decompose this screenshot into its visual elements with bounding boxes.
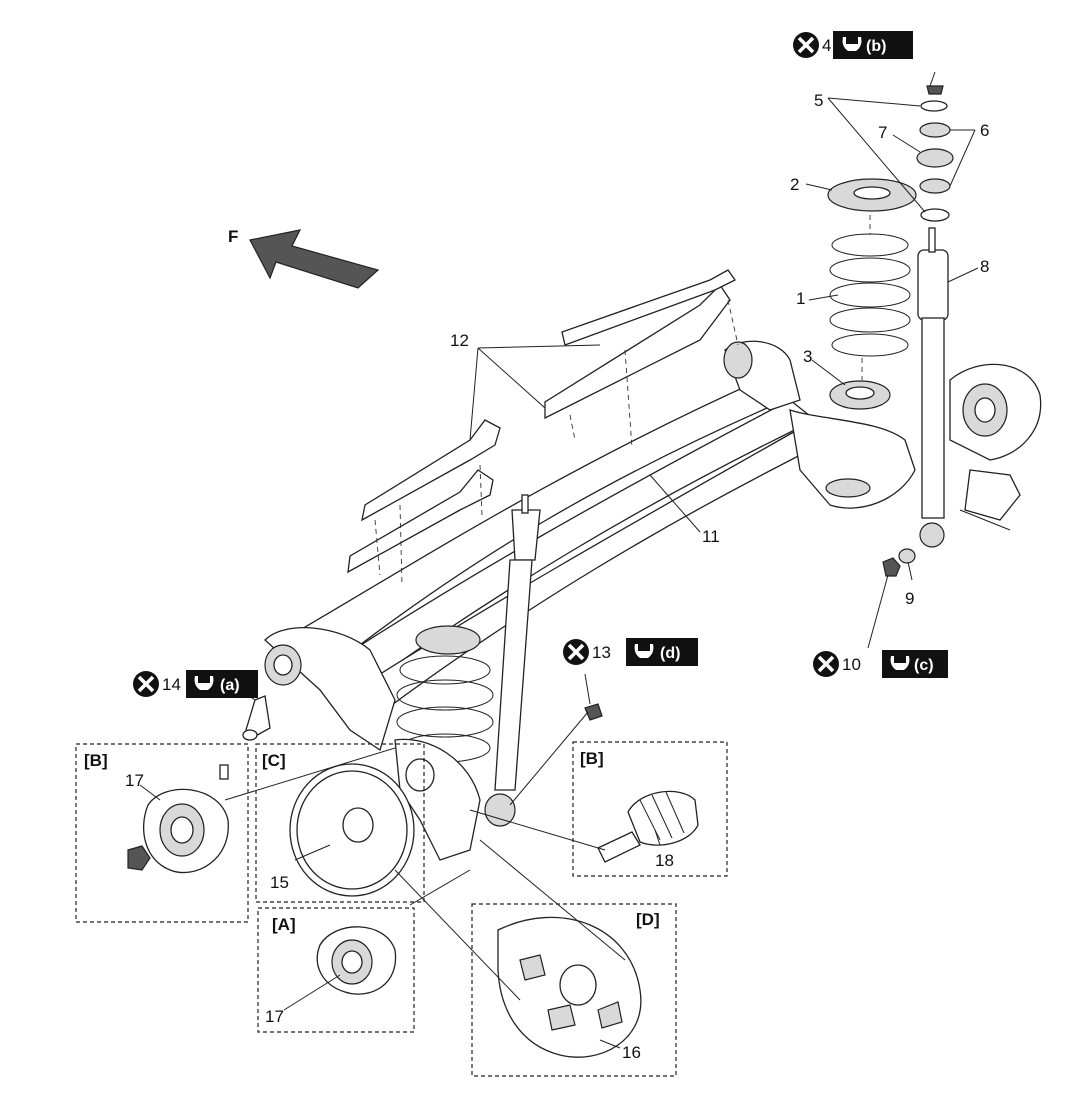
- reinforcement-brackets: [347, 269, 739, 586]
- callout-13: 13 (d): [563, 638, 698, 666]
- detail-box-b-right: [B]: [572, 741, 728, 877]
- lower-spring-seat: [829, 380, 891, 410]
- label-part-17-a: 17: [265, 1007, 284, 1026]
- label-part-7: 7: [878, 123, 887, 142]
- coil-spring-right: [829, 215, 911, 380]
- detail-box-c-label: [C]: [262, 751, 286, 770]
- detail-box-a-label: [A]: [272, 915, 296, 934]
- callout-10-torque: (c): [914, 657, 934, 674]
- x-circle-icon: [813, 651, 839, 677]
- callout-4-torque: (b): [866, 38, 886, 55]
- detail-box-c: [C]: [255, 743, 425, 903]
- label-part-16: 16: [622, 1043, 641, 1062]
- detail-box-d-label: [D]: [636, 910, 660, 929]
- direction-label: F: [228, 227, 238, 246]
- shock-absorber-right: [917, 227, 949, 548]
- callout-4-number: 4: [822, 36, 831, 55]
- wrench-icon: (d): [626, 638, 698, 666]
- shock-mount-stack: [916, 85, 954, 222]
- wrench-icon: (b): [833, 31, 913, 59]
- label-part-11: 11: [702, 527, 720, 546]
- part-number-labels: 1 2 3 5 6 7 8 9 11 12 15 16 17 17 18: [125, 91, 989, 1062]
- label-part-18: 18: [655, 851, 674, 870]
- callout-14-torque: (a): [220, 677, 240, 694]
- callout-10: 10 (c): [813, 650, 948, 678]
- callout-10-number: 10: [842, 655, 861, 674]
- label-part-1: 1: [796, 289, 805, 308]
- label-part-8: 8: [980, 257, 989, 276]
- label-part-12: 12: [450, 331, 469, 350]
- wrench-icon: (a): [186, 670, 258, 698]
- callout-14: 14 (a): [133, 670, 258, 698]
- callout-4: 4 (b): [793, 31, 913, 59]
- shock-absorber-left: [484, 494, 541, 827]
- coil-spring-left: [396, 625, 494, 763]
- callout-13-torque: (d): [660, 645, 680, 662]
- callout-13-number: 13: [592, 643, 611, 662]
- detail-box-b-left-label: [B]: [84, 751, 108, 770]
- label-part-15: 15: [270, 873, 289, 892]
- label-part-2: 2: [790, 175, 799, 194]
- label-part-6: 6: [980, 121, 989, 140]
- x-circle-icon: [563, 639, 589, 665]
- bolt-14: [242, 695, 271, 741]
- part-leaders: [139, 71, 979, 1049]
- upper-spring-seat: [827, 178, 917, 212]
- callout-14-number: 14: [162, 675, 181, 694]
- bolt-13: [509, 703, 603, 806]
- detail-box-b-right-label: [B]: [580, 749, 604, 768]
- detail-leaders: [224, 747, 626, 1001]
- label-part-9: 9: [905, 589, 914, 608]
- label-part-5: 5: [814, 91, 823, 110]
- rear-axle-beam: [264, 340, 916, 752]
- x-circle-icon: [133, 671, 159, 697]
- wrench-icon: (c): [882, 650, 948, 678]
- wheel-hub-right: [949, 363, 1042, 531]
- shock-lower-nut-washer: [882, 548, 916, 577]
- knuckle-left: [394, 738, 481, 861]
- label-part-3: 3: [803, 347, 812, 366]
- detail-box-d: [D]: [471, 903, 677, 1077]
- label-part-17-b: 17: [125, 771, 144, 790]
- detail-box-b-left: [B]: [75, 743, 249, 923]
- x-circle-icon: [793, 32, 819, 58]
- forward-arrow: F: [228, 227, 380, 289]
